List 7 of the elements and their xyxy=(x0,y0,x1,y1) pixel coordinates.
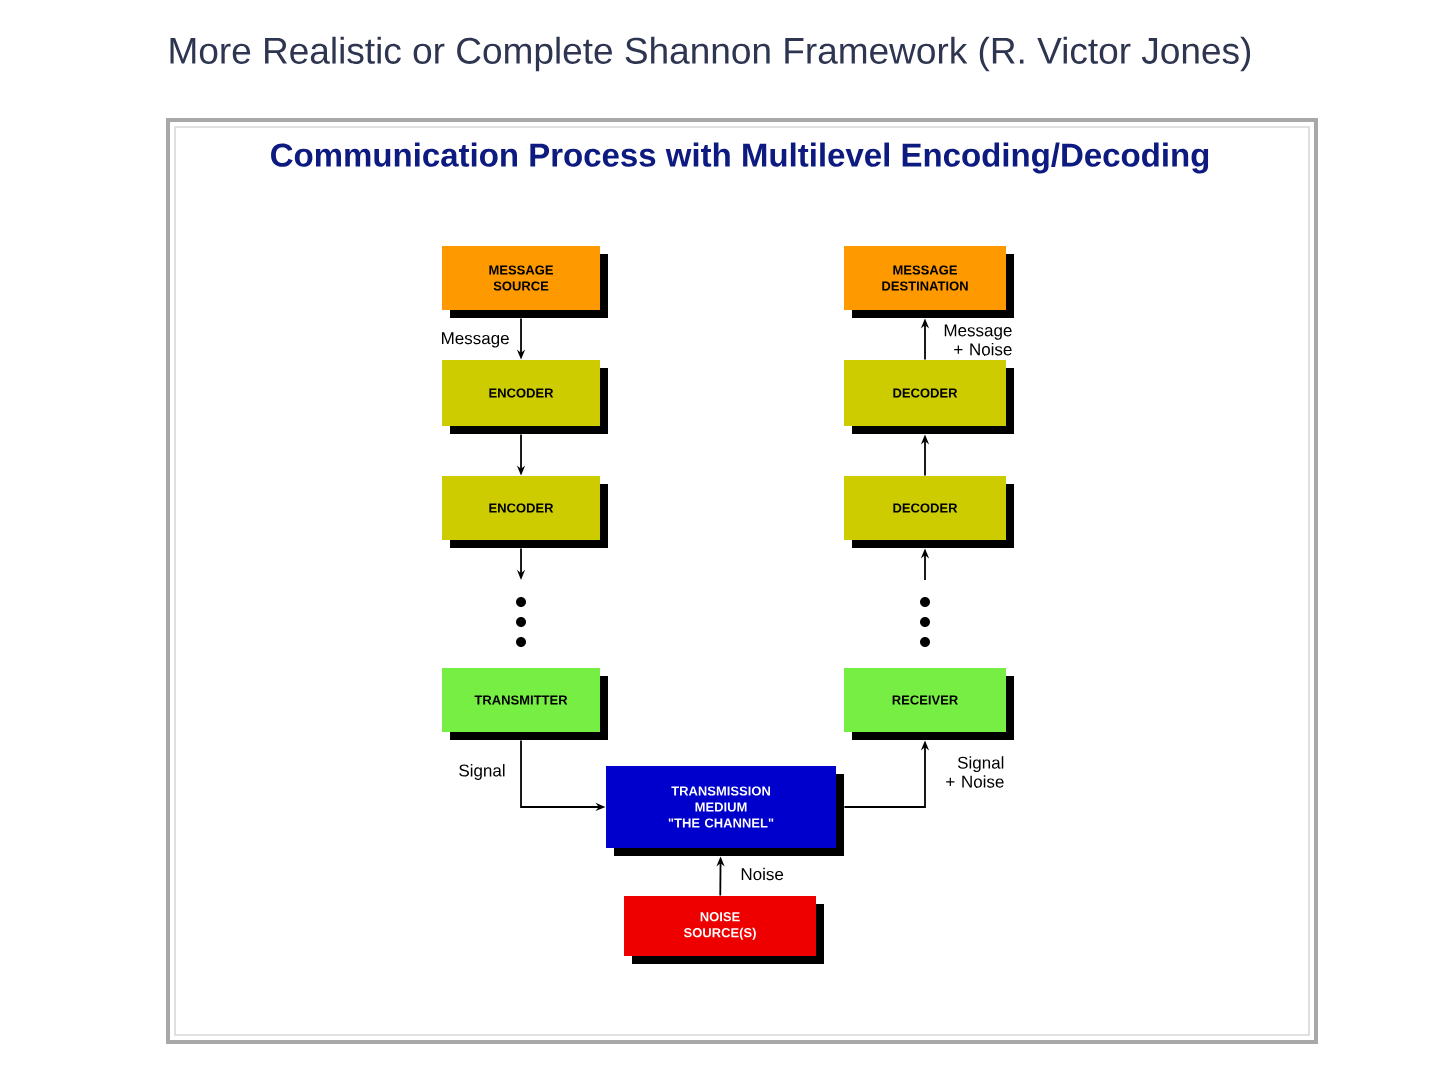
heading: Communication Process with Multilevel Encoding/Decoding xyxy=(271,142,1209,174)
slide-title: More Realistic or Complete Shannon Framework (R. Victor Jones) xyxy=(170,36,1251,72)
edge-label: Signal xyxy=(456,762,508,782)
edge-label: Signal + Noise xyxy=(942,754,1007,790)
edge-label: Message + Noise xyxy=(938,322,1015,358)
edge-label: Message xyxy=(438,330,512,350)
edge-label: Noise xyxy=(738,865,786,883)
